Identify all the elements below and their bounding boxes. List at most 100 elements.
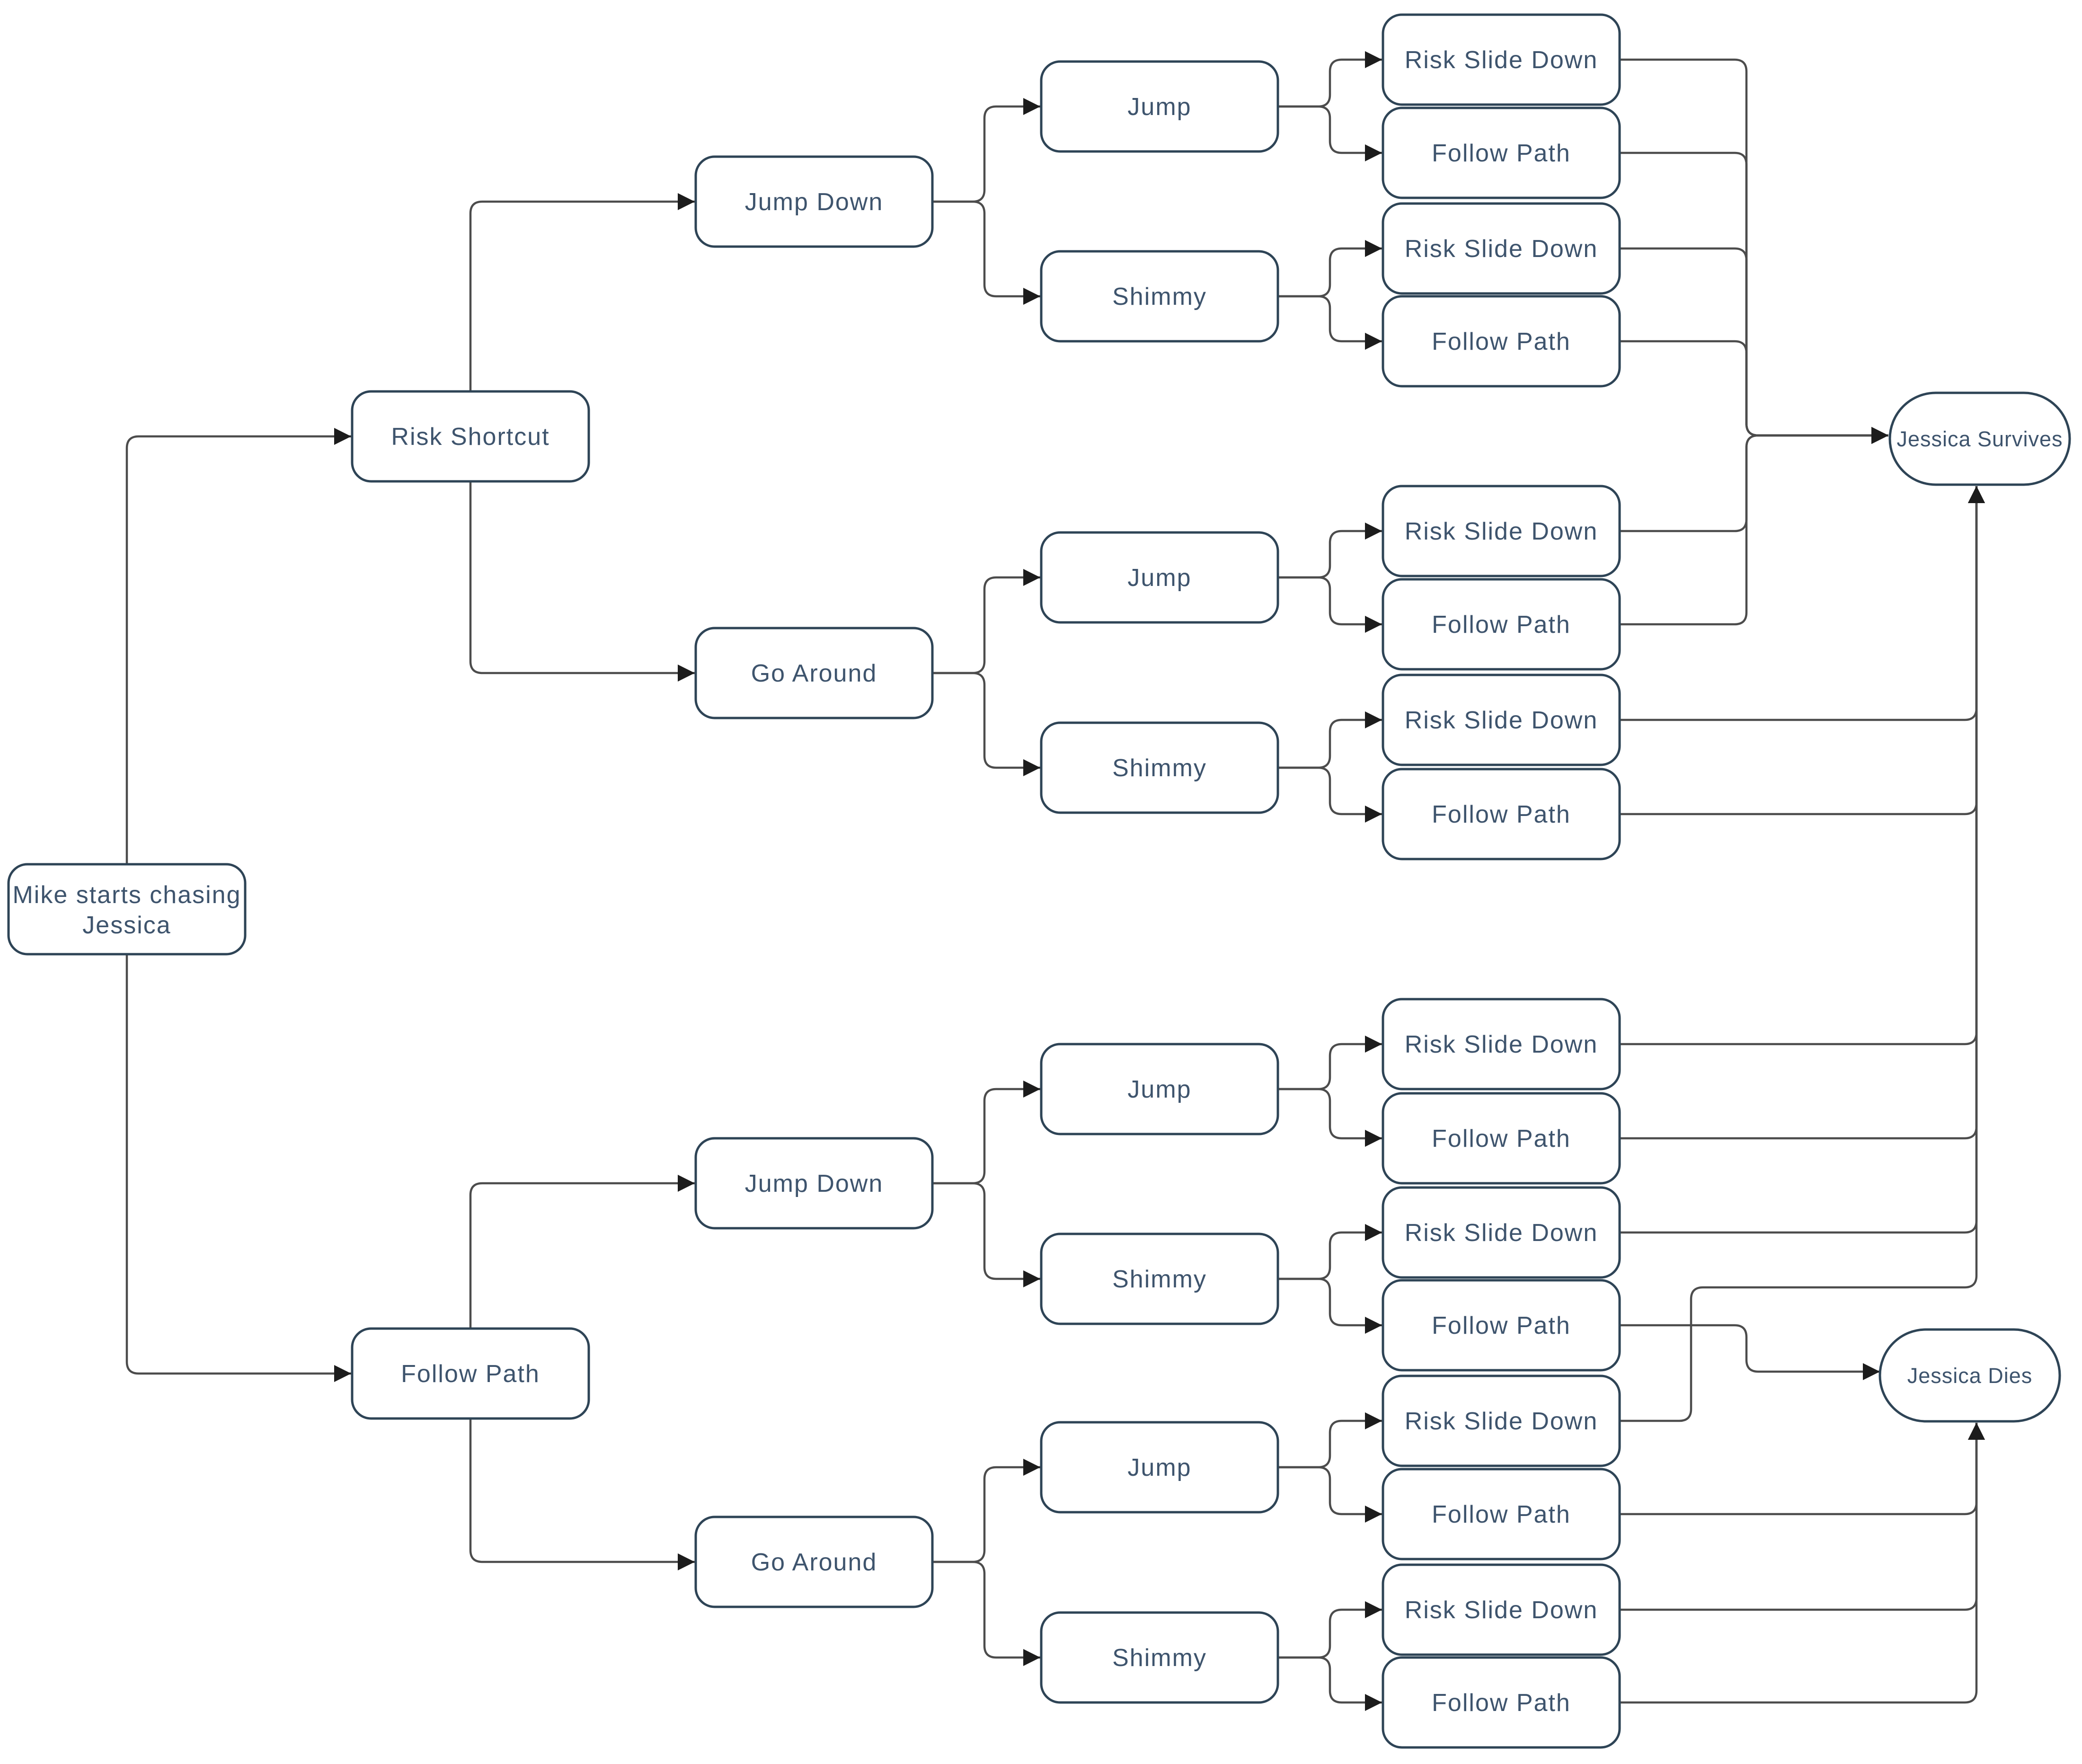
edges-layer xyxy=(125,51,1985,1711)
node-leaf-4-box xyxy=(1382,295,1621,388)
node-leaf-4-label: Follow Path xyxy=(1432,328,1571,355)
node-leaf-12-label: Follow Path xyxy=(1432,1312,1571,1339)
node-jump-4-label: Jump xyxy=(1127,1454,1191,1481)
node-outcome-dies-shape xyxy=(1878,1328,2061,1423)
edge-shimmy-2-leaf-8 xyxy=(1278,766,1382,823)
node-jump-1: Jump xyxy=(1040,60,1279,153)
edge-jump-4-leaf-14 xyxy=(1278,1466,1382,1523)
edge-go-around-2-jump-4 xyxy=(932,1459,1040,1563)
node-leaf-16: Follow Path xyxy=(1382,1656,1621,1749)
edge-shimmy-2-leaf-7 xyxy=(1278,711,1382,769)
node-leaf-16-label: Follow Path xyxy=(1432,1689,1571,1717)
node-jump-2-box xyxy=(1040,531,1279,624)
node-jump-down-1: Jump Down xyxy=(694,155,934,248)
node-shimmy-2-box xyxy=(1040,721,1279,814)
node-shimmy-1-label: Shimmy xyxy=(1112,283,1207,310)
nodes-layer: Mike starts chasing Jessica Risk Shortcu… xyxy=(7,13,2071,1749)
edge-risk-shortcut-go-around-1 xyxy=(469,481,695,682)
node-leaf-3-box xyxy=(1382,202,1621,295)
node-follow-path-branch-label: Follow Path xyxy=(401,1360,540,1388)
node-outcome-dies: Jessica Dies xyxy=(1878,1328,2061,1423)
node-risk-shortcut-label: Risk Shortcut xyxy=(391,423,549,451)
node-follow-path-branch-box xyxy=(351,1327,590,1420)
edge-root-risk-shortcut xyxy=(125,428,351,864)
edge-leaf-14-dies xyxy=(1620,1423,1985,1516)
edge-jump-3-leaf-10 xyxy=(1278,1088,1382,1147)
node-go-around-1: Go Around xyxy=(694,627,934,719)
node-shimmy-3-label: Shimmy xyxy=(1112,1266,1207,1293)
node-leaf-14-label: Follow Path xyxy=(1432,1501,1571,1528)
node-jump-4-box xyxy=(1040,1421,1279,1514)
node-leaf-6-box xyxy=(1382,578,1621,671)
node-leaf-9-label: Risk Slide Down xyxy=(1405,1031,1598,1058)
node-jump-2-label: Jump xyxy=(1127,564,1191,592)
edge-shimmy-3-leaf-12 xyxy=(1278,1277,1382,1334)
edge-shimmy-1-leaf-4 xyxy=(1278,295,1382,350)
node-leaf-13-label: Risk Slide Down xyxy=(1405,1408,1598,1435)
edge-leaf-16-dies xyxy=(1620,1423,1985,1704)
node-leaf-10-label: Follow Path xyxy=(1432,1125,1571,1152)
node-leaf-1: Risk Slide Down xyxy=(1382,13,1621,106)
node-leaf-8: Follow Path xyxy=(1382,768,1621,860)
node-leaf-5: Risk Slide Down xyxy=(1382,485,1621,577)
node-shimmy-3: Shimmy xyxy=(1040,1232,1279,1325)
node-risk-shortcut-box xyxy=(351,390,590,483)
node-outcome-survives-label: Jessica Survives xyxy=(1896,427,2063,451)
node-leaf-3: Risk Slide Down xyxy=(1382,202,1621,295)
node-leaf-1-label: Risk Slide Down xyxy=(1405,46,1598,74)
node-leaf-14: Follow Path xyxy=(1382,1468,1621,1560)
node-jump-down-2-label: Jump Down xyxy=(745,1170,884,1197)
node-go-around-2: Go Around xyxy=(694,1516,934,1608)
node-leaf-14-box xyxy=(1382,1468,1621,1560)
node-shimmy-2-label: Shimmy xyxy=(1112,754,1207,782)
node-leaf-11: Risk Slide Down xyxy=(1382,1186,1621,1279)
edge-follow-path-go-around-2 xyxy=(469,1418,695,1570)
node-shimmy-2: Shimmy xyxy=(1040,721,1279,814)
edge-leaf-2-survives xyxy=(1620,151,1888,444)
node-leaf-11-label: Risk Slide Down xyxy=(1405,1219,1598,1247)
node-leaf-4: Follow Path xyxy=(1382,295,1621,388)
node-shimmy-3-box xyxy=(1040,1232,1279,1325)
node-go-around-1-box xyxy=(694,627,934,719)
node-leaf-12-box xyxy=(1382,1279,1621,1372)
edge-jump-down-1-jump-1 xyxy=(932,98,1040,203)
edge-leaf-13-survives xyxy=(1620,486,1985,1422)
node-jump-4: Jump xyxy=(1040,1421,1279,1514)
node-leaf-2-label: Follow Path xyxy=(1432,140,1571,167)
node-leaf-9: Risk Slide Down xyxy=(1382,998,1621,1090)
node-leaf-10-box xyxy=(1382,1092,1621,1185)
edge-leaf-10-survives xyxy=(1620,486,1985,1140)
node-jump-3-box xyxy=(1040,1043,1279,1135)
edge-leaf-15-dies xyxy=(1620,1423,1985,1611)
edge-jump-4-leaf-13 xyxy=(1278,1412,1382,1469)
edge-shimmy-4-leaf-16 xyxy=(1278,1656,1382,1711)
node-leaf-15-label: Risk Slide Down xyxy=(1405,1596,1598,1624)
node-shimmy-4: Shimmy xyxy=(1040,1611,1279,1704)
edge-leaf-9-survives xyxy=(1620,486,1985,1046)
edge-go-around-1-jump-2 xyxy=(932,569,1040,674)
edge-shimmy-4-leaf-15 xyxy=(1278,1601,1382,1659)
edge-leaf-6-survives xyxy=(1620,427,1888,626)
node-risk-shortcut: Risk Shortcut xyxy=(351,390,590,483)
node-leaf-16-box xyxy=(1382,1656,1621,1749)
edge-jump-3-leaf-9 xyxy=(1278,1036,1382,1090)
node-leaf-8-box xyxy=(1382,768,1621,860)
node-root-label-line1: Mike starts chasing xyxy=(12,881,241,909)
edge-follow-path-jump-down-2 xyxy=(469,1175,695,1329)
node-leaf-5-label: Risk Slide Down xyxy=(1405,518,1598,545)
node-jump-down-1-label: Jump Down xyxy=(745,188,884,216)
node-leaf-2: Follow Path xyxy=(1382,106,1621,199)
node-shimmy-4-box xyxy=(1040,1611,1279,1704)
edge-jump-1-leaf-1 xyxy=(1278,51,1382,108)
node-jump-1-box xyxy=(1040,60,1279,153)
node-go-around-2-label: Go Around xyxy=(751,1549,877,1576)
node-jump-2: Jump xyxy=(1040,531,1279,624)
node-jump-3: Jump xyxy=(1040,1043,1279,1135)
node-leaf-2-box xyxy=(1382,106,1621,199)
edge-shimmy-1-leaf-3 xyxy=(1278,240,1382,298)
edge-leaf-5-survives xyxy=(1620,427,1888,532)
edge-leaf-11-survives xyxy=(1620,486,1985,1234)
node-root-box xyxy=(7,863,247,956)
